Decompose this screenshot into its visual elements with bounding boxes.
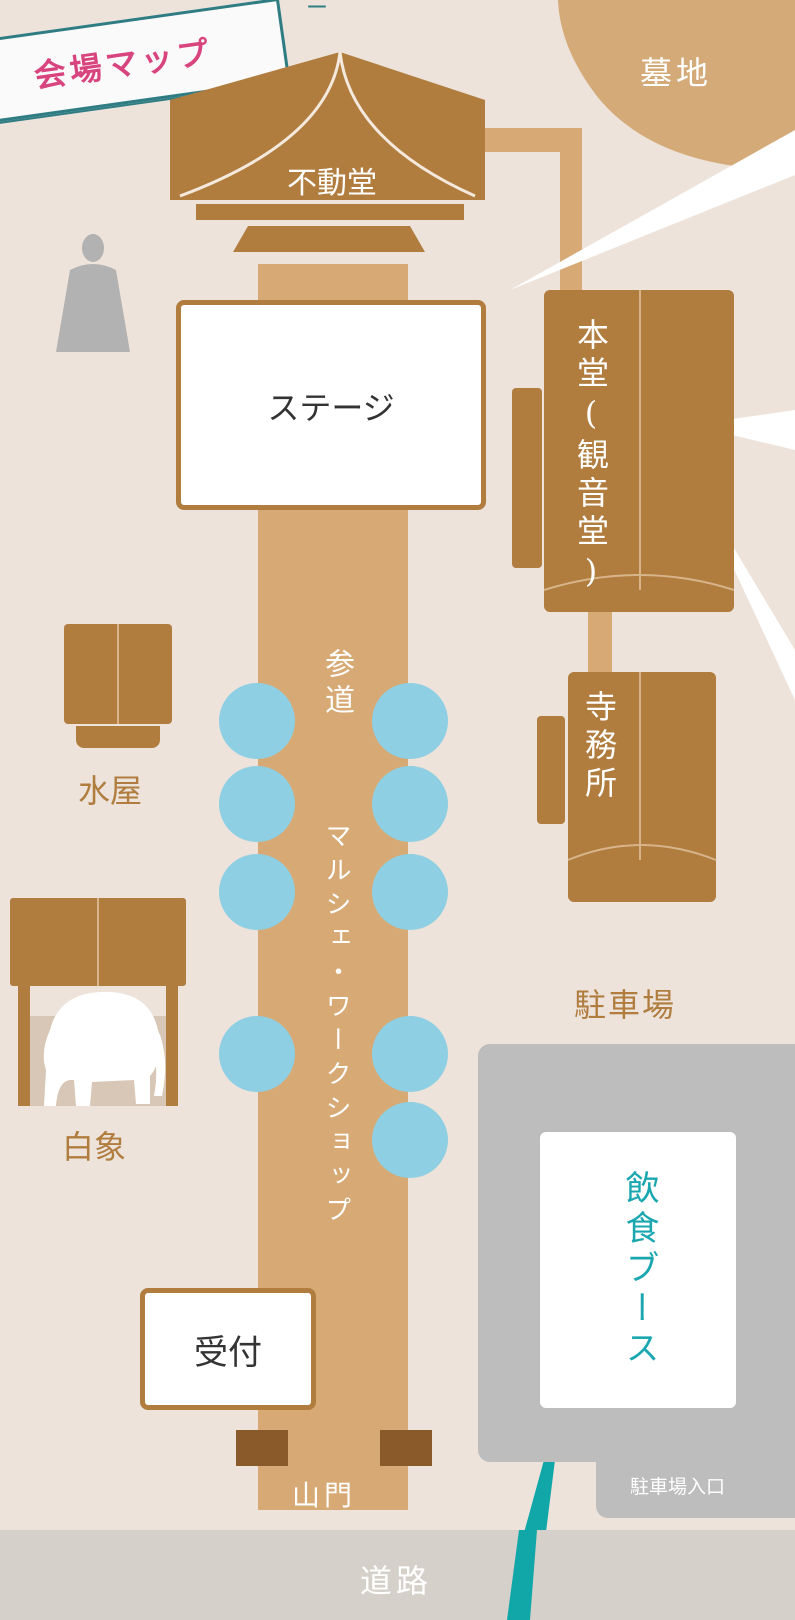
stage-label: ステージ [267, 389, 395, 427]
mizuya-roof-line [117, 624, 119, 724]
booth-circle [219, 683, 295, 759]
graveyard-area [558, 0, 795, 170]
booth-circle [219, 854, 295, 930]
hakuzo-pillar-right [166, 986, 178, 1106]
booth-circle [372, 683, 448, 759]
parking-entrance-label: 駐車場入口 [630, 1476, 726, 1498]
pointer-line-1 [510, 130, 795, 290]
booth-circle [219, 1016, 295, 1092]
booth-circle [372, 1016, 448, 1092]
marche-label: マルシェ・ワークショップ [321, 822, 351, 1230]
title-fragment: ー [306, 0, 329, 21]
graveyard-label: 墓地 [640, 54, 713, 92]
reception-area: 受付 [140, 1288, 316, 1410]
booth-circle [219, 766, 295, 842]
pointer-line-2 [690, 410, 795, 450]
mizuya-label: 水屋 [78, 772, 143, 810]
hondo-label: 本堂(観音堂) [572, 318, 610, 596]
parking-label: 駐車場 [574, 986, 677, 1024]
connector-path-hondo-jimusho [588, 610, 612, 672]
parking-entrance-area [596, 1450, 795, 1518]
hakuzo-label: 白象 [62, 1128, 127, 1166]
booth-circle [372, 854, 448, 930]
title-text: 会場マップ [31, 32, 216, 96]
mizuya-base [76, 726, 160, 748]
jimusho-label: 寺務所 [580, 690, 618, 804]
food-booth-area [540, 1132, 736, 1408]
booth-circle [372, 766, 448, 842]
booth-circle [372, 1102, 448, 1178]
hakuzo-pillar-left [18, 986, 30, 1106]
jimusho-side [537, 716, 565, 824]
sando-label: 参道 [319, 648, 354, 720]
reception-label: 受付 [194, 1333, 262, 1373]
hakuzo-roof-line [97, 898, 99, 986]
hondo-side [512, 388, 542, 568]
sanmon-post-right [380, 1430, 432, 1466]
jimusho-building [568, 672, 716, 902]
sanmon-label: 山門 [292, 1479, 357, 1512]
road-label: 道路 [360, 1562, 433, 1600]
sanmon-post-left [236, 1430, 288, 1466]
food-booth-label: 飲食ブース [619, 1170, 659, 1370]
road [0, 1530, 795, 1620]
hakuzo-floor [30, 1016, 166, 1106]
stage-area: ステージ [176, 300, 486, 510]
fudodo-label: 不動堂 [287, 166, 377, 201]
connector-path-vertical [560, 128, 582, 298]
